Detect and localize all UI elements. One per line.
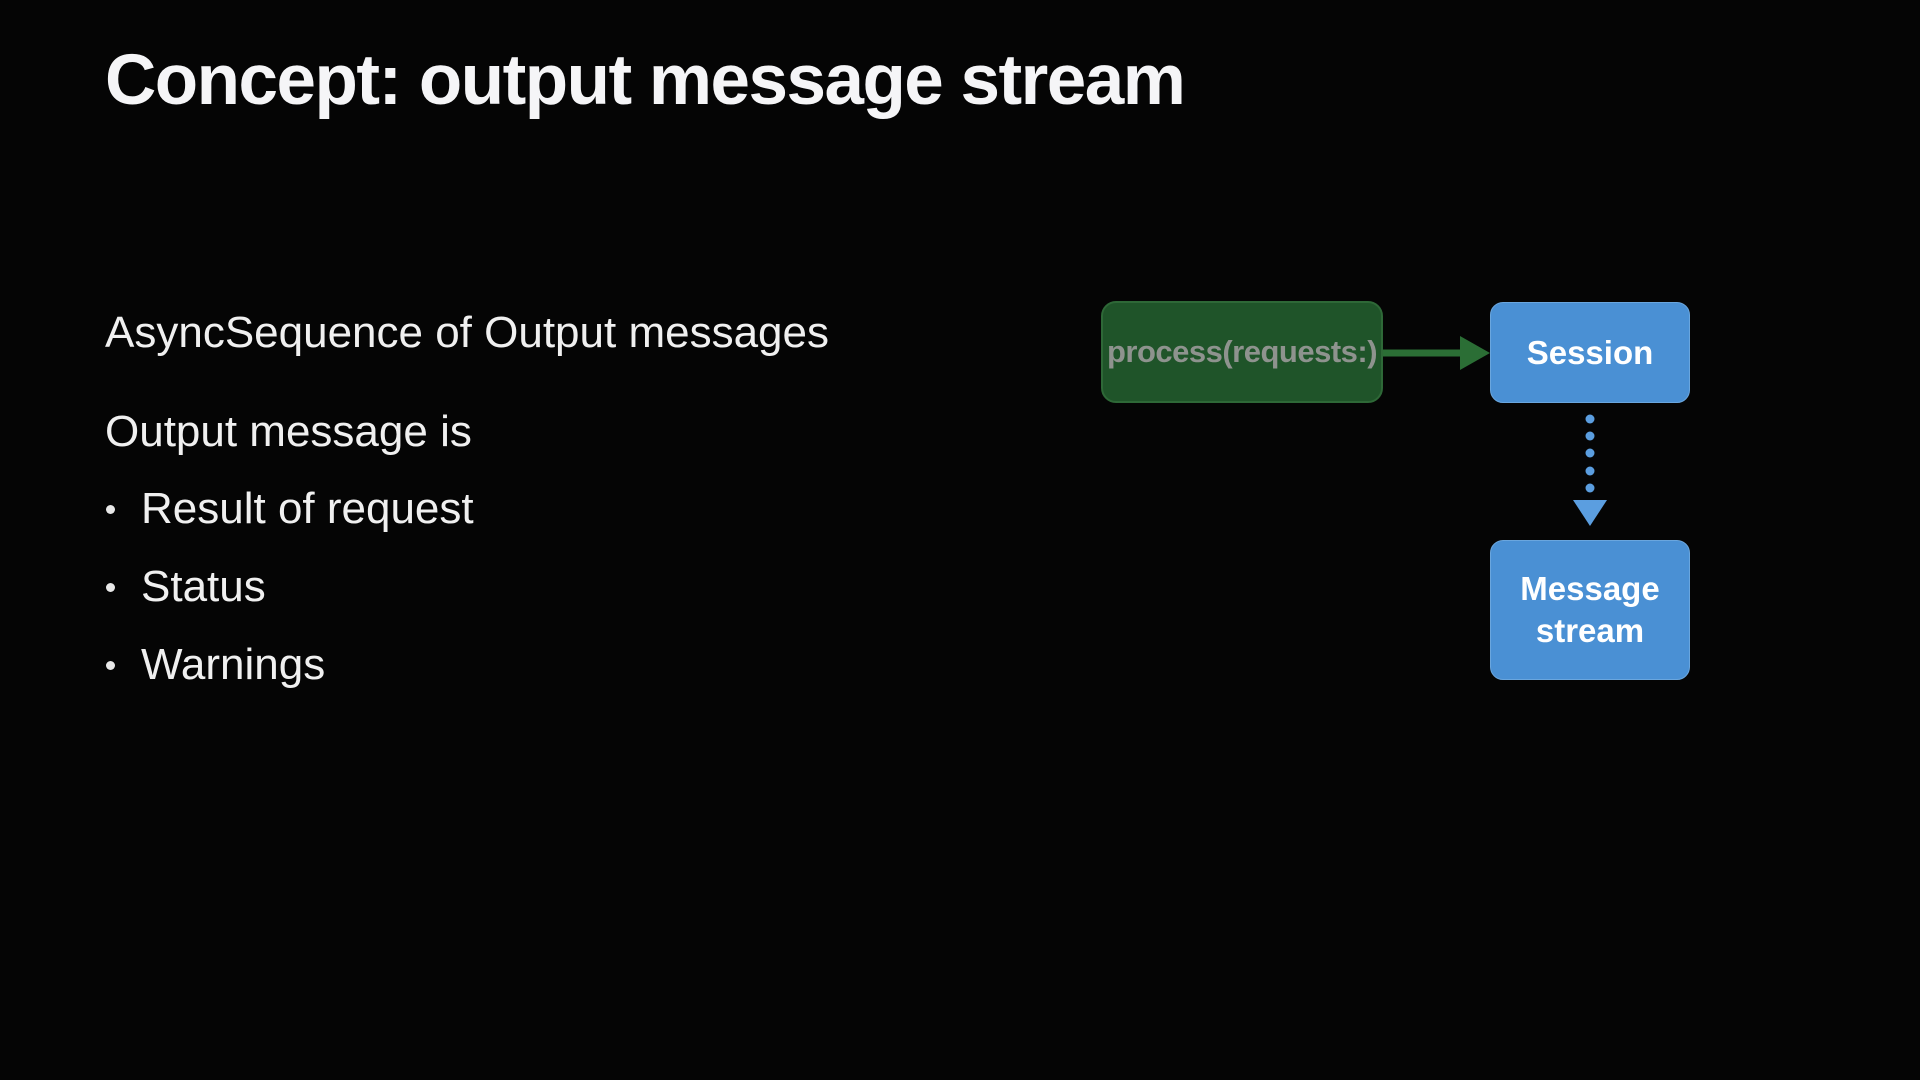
message-stream-node: Message stream [1490,540,1690,680]
bullet-item-warnings: Warnings [105,642,474,687]
bullet-item-result: Result of request [105,486,474,531]
bullet-list: Result of request Status Warnings [105,486,474,720]
bullet-item-status: Status [105,564,474,609]
intro-line: AsyncSequence of Output messages [105,308,829,357]
bullet-list-header: Output message is [105,407,472,456]
slide-title: Concept: output message stream [105,41,1186,120]
process-requests-node: process(requests:) [1101,301,1383,403]
session-label: Session [1526,333,1654,371]
process-requests-label: process(requests:) [1106,334,1378,369]
session-node: Session [1490,302,1690,403]
dotted-arrow-down-icon [1573,414,1607,526]
arrow-right-icon [1383,336,1490,370]
message-stream-label: Message stream [1520,569,1660,649]
